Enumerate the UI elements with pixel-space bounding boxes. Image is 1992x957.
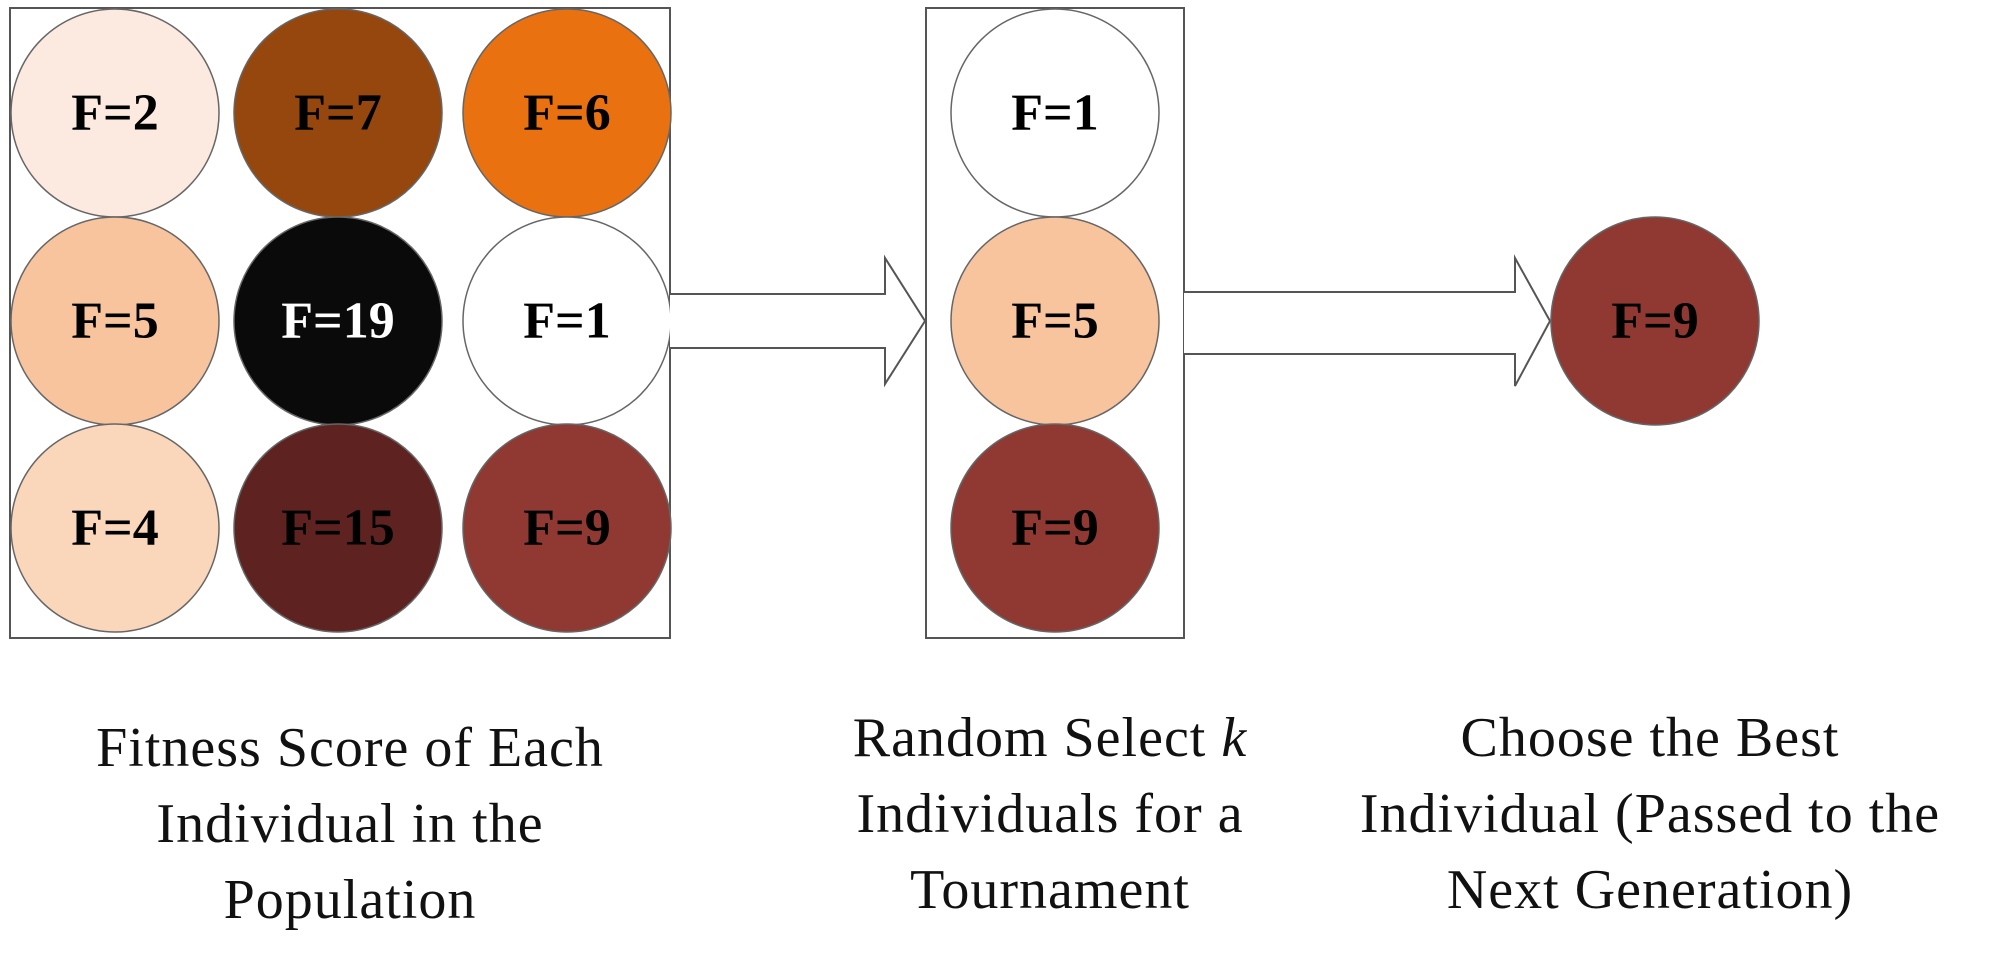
tournament-caption-prefix: Random Select <box>852 707 1222 769</box>
population-individual-6-label: F=1 <box>523 293 610 350</box>
population-caption-line-2: Individual in the <box>156 793 544 855</box>
population-individual-5-label: F=19 <box>281 293 394 350</box>
winner-individual-label: F=9 <box>1611 293 1698 350</box>
winner-caption-line-3: Next Generation) <box>1446 859 1854 921</box>
population-individual-9-circle <box>462 423 672 633</box>
tournament-individual-1-label: F=1 <box>1011 85 1098 142</box>
tournament-caption-line-2: Individuals for a <box>856 783 1244 845</box>
tournament-caption: Random Select k Individuals for a Tourna… <box>800 700 1300 928</box>
arrow-to-tournament <box>670 254 927 388</box>
winner-caption-line-1: Choose the Best <box>1460 707 1840 769</box>
population-grid: F=2 F=7 F=6F=5 F=19 F=1F=4 F=15 F=9 <box>10 8 672 633</box>
population-individual-7-circle <box>10 423 220 633</box>
population-individual-2-label: F=7 <box>294 85 381 142</box>
tournament-individual-2-label: F=5 <box>1011 293 1098 350</box>
population-individual-8-circle <box>233 423 443 633</box>
population-caption: Fitness Score of Each Individual in the … <box>40 710 660 938</box>
population-caption-line-3: Population <box>223 869 477 931</box>
tournament-caption-line-1: Random Select k <box>800 700 1300 776</box>
tournament-individual-3-label: F=9 <box>1011 500 1098 557</box>
arrow-to-winner <box>1184 254 1552 387</box>
population-individual-4-label: F=5 <box>71 293 158 350</box>
population-individual-8-label: F=15 <box>281 500 394 557</box>
population-individual-9-label: F=9 <box>523 500 610 557</box>
winner-caption-line-2: Individual (Passed to the <box>1359 783 1941 845</box>
winner-caption: Choose the Best Individual (Passed to th… <box>1320 700 1980 928</box>
tournament-caption-line-3: Tournament <box>910 859 1190 921</box>
tournament-column: F=1F=5F=9 <box>950 8 1160 633</box>
population-caption-line-1: Fitness Score of Each <box>96 717 604 779</box>
tournament-individual-3-circle <box>950 423 1160 633</box>
population-individual-7-label: F=4 <box>71 500 158 557</box>
population-individual-1-label: F=2 <box>71 85 158 142</box>
tournament-size-variable: k <box>1221 707 1248 769</box>
population-individual-3-label: F=6 <box>523 85 610 142</box>
winner: F=9 <box>1550 216 1760 426</box>
winner-individual-circle <box>1550 216 1760 426</box>
